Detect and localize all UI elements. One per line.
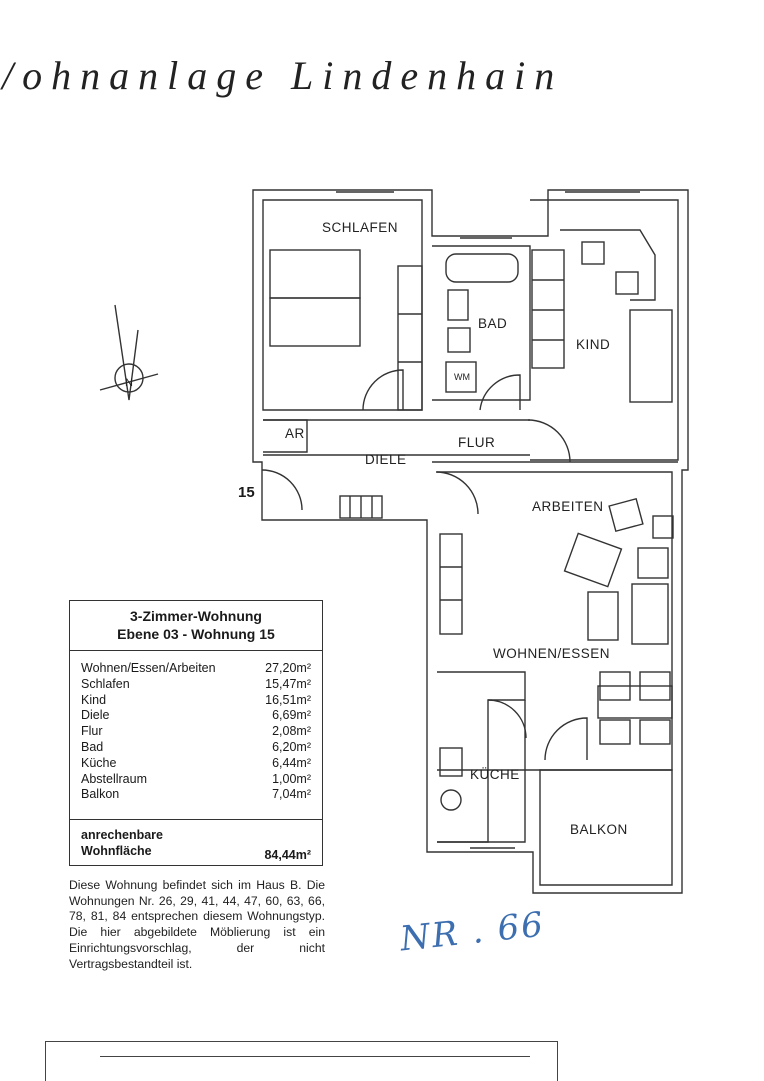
room-kueche: KÜCHE [470,767,520,782]
area-infobox: 3-Zimmer-Wohnung Ebene 03 - Wohnung 15 W… [69,600,323,866]
room-balkon: BALKON [570,822,628,837]
page-title: /ohnanlage Lindenhain [2,53,564,98]
total-area-value: 84,44m² [264,848,311,862]
unit-number: 15 [238,484,255,501]
room-wohnen-essen: WOHNEN/ESSEN [493,646,611,661]
infobox-title: 3-Zimmer-Wohnung [130,608,262,624]
room-diele: DIELE [365,452,407,467]
wm-label: WM [454,372,470,382]
divider [70,819,322,820]
room-bad: BAD [478,316,508,331]
infobox-header: 3-Zimmer-Wohnung Ebene 03 - Wohnung 15 [70,601,322,651]
total-area: anrechenbare Wohnfläche 84,44m² [81,828,311,862]
room-flur: FLUR [458,435,496,450]
compass-label: N [125,377,133,389]
room-arbeiten: ARBEITEN [532,499,604,514]
room-ar: AR [285,426,305,441]
disclaimer-note: Diese Wohnung befindet sich im Haus B. D… [69,878,325,971]
room-kind: KIND [576,337,611,352]
room-schlafen: SCHLAFEN [322,220,399,235]
infobox-subtitle: Ebene 03 - Wohnung 15 [117,626,275,642]
footer-frame [45,1041,558,1081]
